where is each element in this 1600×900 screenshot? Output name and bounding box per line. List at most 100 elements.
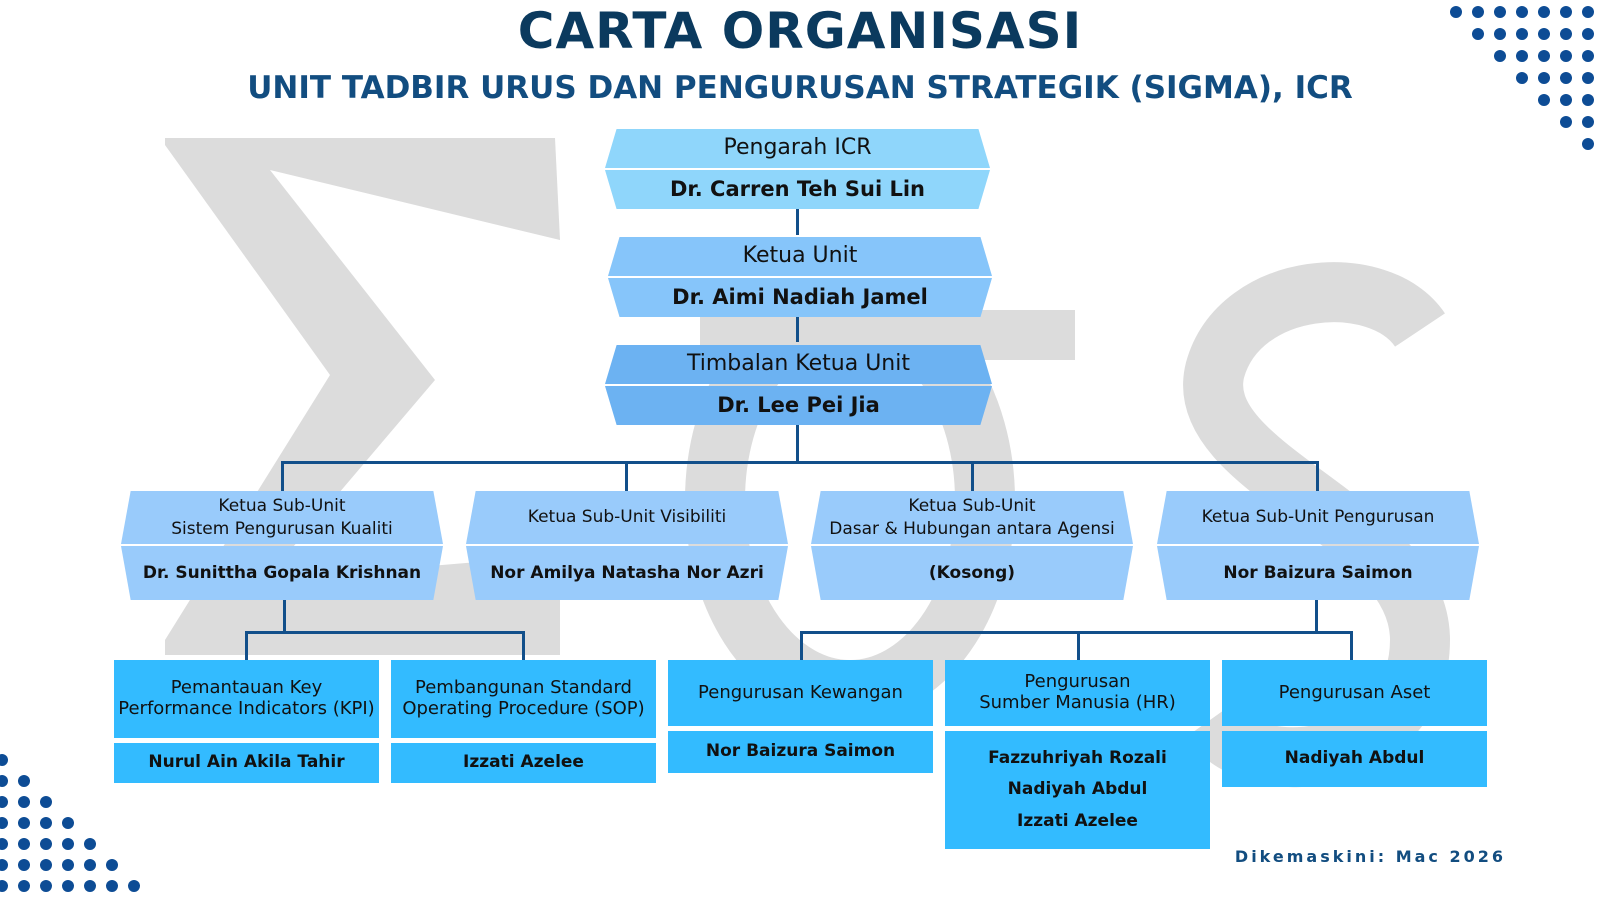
dot (84, 838, 96, 850)
dot (1582, 94, 1594, 106)
dot (1582, 6, 1594, 18)
dot (1560, 6, 1572, 18)
connector (283, 600, 286, 632)
page-subtitle: UNIT TADBIR URUS DAN PENGURUSAN STRATEGI… (247, 70, 1353, 106)
director-name: Dr. Carren Teh Sui Lin (605, 170, 990, 209)
team-title-line2: Sumber Manusia (HR) (979, 692, 1176, 713)
team-title-line2: Performance Indicators (KPI) (118, 698, 375, 719)
dot (1582, 72, 1594, 84)
team-member: Nadiyah Abdul (1284, 748, 1425, 769)
last-updated: Dikemaskini: Mac 2026 (1234, 847, 1506, 866)
dot (0, 817, 8, 829)
connector (245, 631, 525, 634)
dot (106, 880, 118, 892)
deputy-name: Dr. Lee Pei Jia (605, 386, 992, 425)
connector (1315, 600, 1318, 632)
subunit-head-name: Nor Amilya Natasha Nor Azri (466, 546, 788, 600)
team-title: Pengurusan Aset (1222, 660, 1487, 726)
dot (18, 796, 30, 808)
dot (1516, 6, 1528, 18)
head-name: Dr. Aimi Nadiah Jamel (608, 278, 992, 317)
team-member: Nadiyah Abdul (1007, 779, 1148, 800)
connector (245, 631, 248, 660)
dot (18, 817, 30, 829)
team-member: Izzati Azelee (1017, 810, 1138, 831)
subunit-role: Ketua Sub-Unit Visibiliti (466, 491, 788, 544)
team-member: Nurul Ain Akila Tahir (148, 752, 345, 773)
dot (1560, 72, 1572, 84)
connector (1350, 631, 1353, 660)
dot (18, 859, 30, 871)
connector (281, 461, 1319, 464)
dot (1538, 72, 1550, 84)
subunit-role-line1: Ketua Sub-Unit Visibiliti (527, 507, 727, 528)
dot (0, 838, 8, 850)
connector (1077, 631, 1080, 660)
team-title: Pengurusan Kewangan (668, 660, 933, 726)
dot (40, 859, 52, 871)
connector (281, 461, 284, 491)
director-role: Pengarah ICR (605, 129, 990, 168)
dot (1516, 28, 1528, 40)
dot (0, 775, 8, 787)
subunit-role-line2: Dasar & Hubungan antara Agensi (829, 518, 1115, 539)
dot (1582, 138, 1594, 150)
dot (1494, 6, 1506, 18)
dot (18, 838, 30, 850)
dot (40, 817, 52, 829)
connector (796, 420, 799, 462)
dot (1516, 72, 1528, 84)
team-member: Izzati Azelee (463, 752, 584, 773)
connector (800, 631, 1353, 634)
dot (18, 880, 30, 892)
team-members: Nor Baizura Saimon (668, 731, 933, 773)
head-role: Ketua Unit (608, 237, 992, 276)
dot (128, 880, 140, 892)
subunit-role: Ketua Sub-Unit Pengurusan (1157, 491, 1479, 544)
dot (1450, 6, 1462, 18)
team-title-line1: Pemantauan Key (170, 677, 323, 699)
connector (625, 461, 628, 491)
connector (800, 631, 803, 660)
dot (1582, 28, 1594, 40)
dot (62, 880, 74, 892)
team-members: Izzati Azelee (391, 743, 656, 783)
team-title-line1: Pengurusan Kewangan (698, 681, 903, 703)
dot (62, 859, 74, 871)
dot (1560, 116, 1572, 128)
dot (62, 838, 74, 850)
dot (1472, 28, 1484, 40)
dot (1494, 28, 1506, 40)
connector (522, 631, 525, 660)
dot (62, 817, 74, 829)
deputy-role: Timbalan Ketua Unit (605, 345, 992, 384)
dot (106, 859, 118, 871)
subunit-head-name: Nor Baizura Saimon (1157, 546, 1479, 600)
dot (1560, 28, 1572, 40)
dot (1582, 50, 1594, 62)
dot (1494, 50, 1506, 62)
dot (1538, 28, 1550, 40)
dot (1472, 6, 1484, 18)
dot (18, 775, 30, 787)
dot (1582, 116, 1594, 128)
dot (1538, 6, 1550, 18)
connector (796, 312, 799, 342)
team-members: Nadiyah Abdul (1222, 731, 1487, 787)
dot (1538, 94, 1550, 106)
dot (40, 796, 52, 808)
dot (40, 838, 52, 850)
team-member: Fazzuhriyah Rozali (988, 747, 1167, 768)
dot (1560, 94, 1572, 106)
dot (1538, 50, 1550, 62)
dot (0, 859, 8, 871)
team-title-line1: Pengurusan Aset (1278, 681, 1431, 703)
subunit-head-name: (Kosong) (811, 546, 1133, 600)
page-title: CARTA ORGANISASI (517, 2, 1083, 60)
dot (84, 880, 96, 892)
